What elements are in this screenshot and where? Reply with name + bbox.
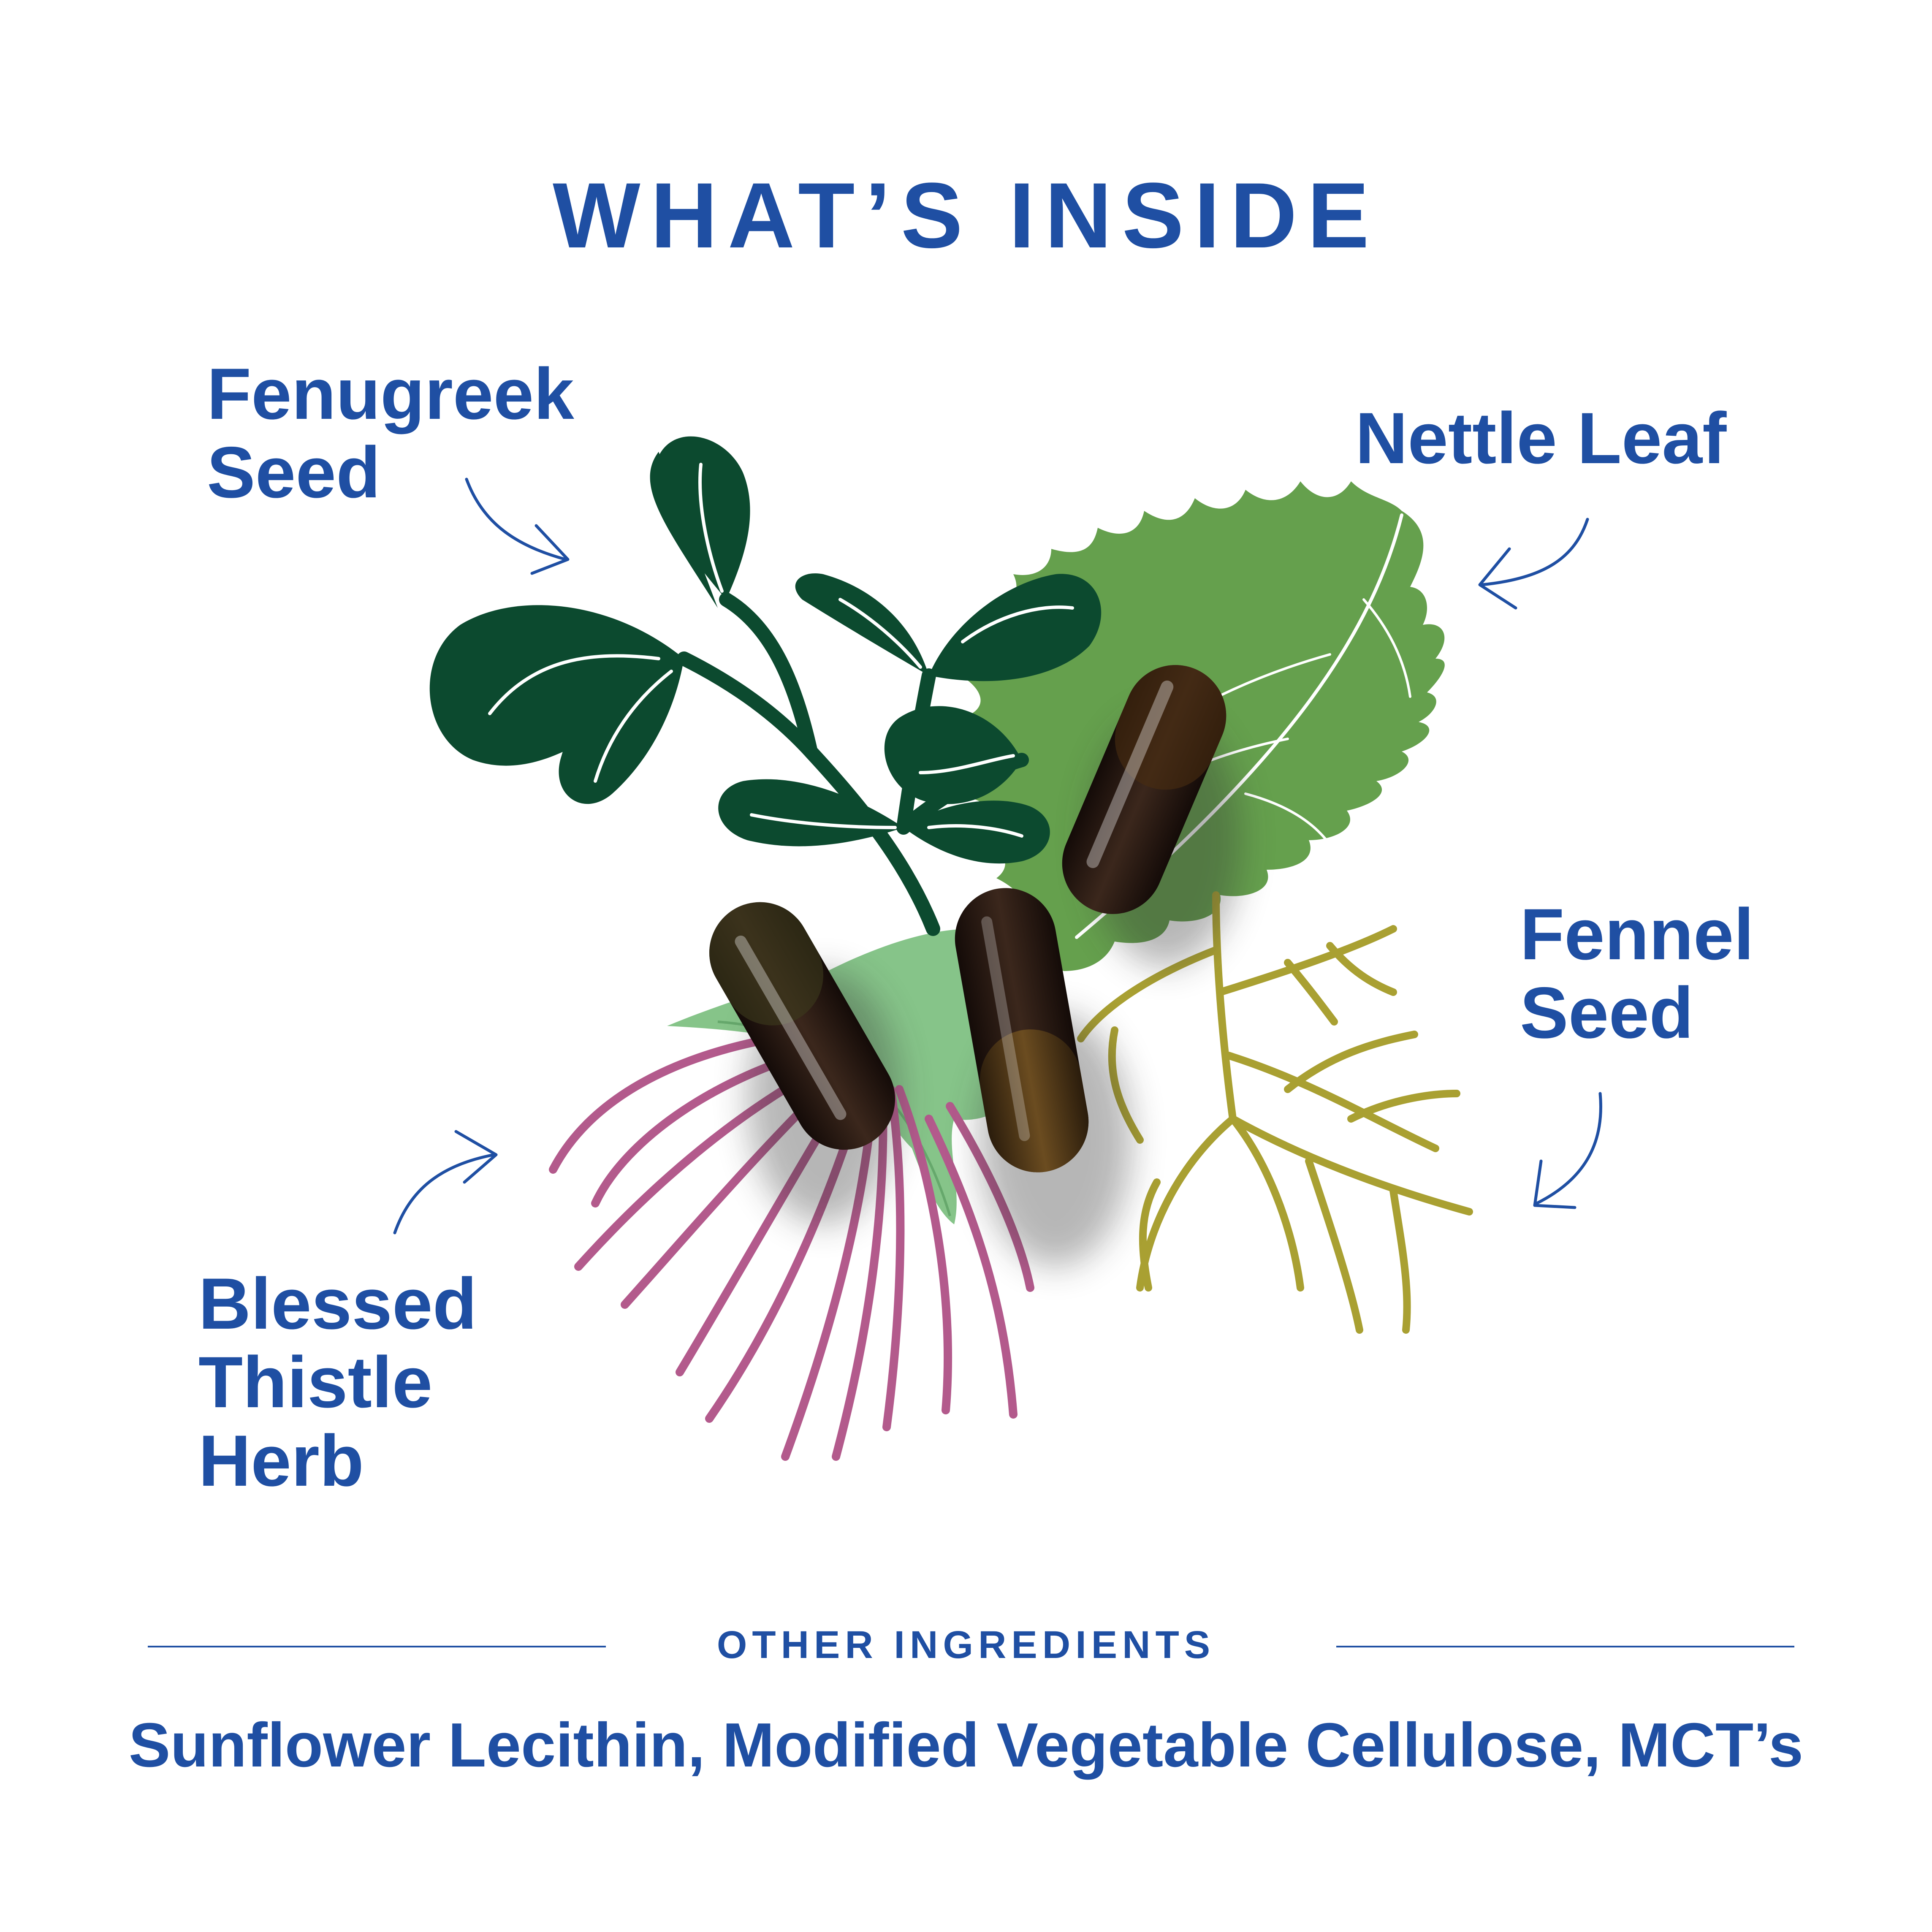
ingredient-label-fennel: Fennel Seed: [1520, 894, 1754, 1053]
other-ingredients-heading: OTHER INGREDIENTS: [716, 1623, 1216, 1666]
ingredient-label-fenugreek: Fenugreek Seed: [207, 353, 574, 513]
divider-right: [1336, 1646, 1794, 1647]
other-ingredients-list: Sunflower Lecithin, Modified Vegetable C…: [128, 1710, 1804, 1780]
ingredient-label-thistle: Blessed Thistle Herb: [198, 1263, 477, 1501]
arrow-icon: [465, 478, 570, 575]
ingredient-label-nettle: Nettle Leaf: [1355, 398, 1727, 479]
capsule-icon: [709, 665, 1241, 1267]
arrow-icon: [1478, 518, 1589, 610]
divider-left: [148, 1646, 606, 1647]
fenugreek-icon: [429, 436, 1102, 936]
arrow-icon: [1533, 1092, 1602, 1209]
arrow-icon: [393, 1130, 498, 1235]
fennel-icon: [1077, 891, 1473, 1334]
page-title: WHAT’S INSIDE: [553, 163, 1379, 267]
